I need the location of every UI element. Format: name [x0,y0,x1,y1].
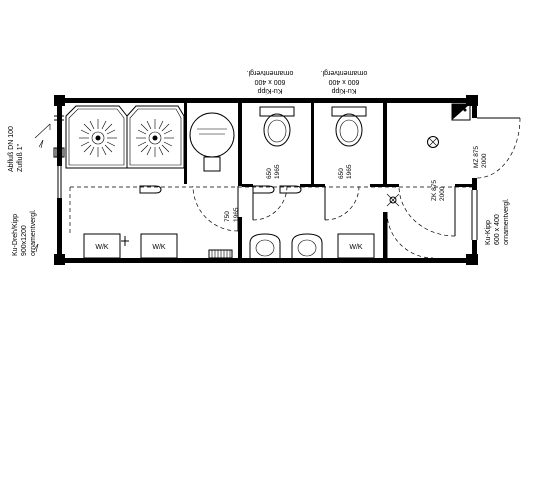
left-window-label-l3: ornamentvergl. [30,209,37,256]
door-b-l2: 1965 [346,164,353,179]
right-window-l1: Ku-Kipp [485,220,492,245]
left-window-label-l1: Ku-Dreh/Kipp [12,214,19,256]
urinal-right [279,185,302,194]
shower-drain-right [136,119,174,157]
door-b-l1: 650 [338,168,345,179]
exhaust-fan-icon [386,193,400,207]
door-swing-wc-right [324,185,360,221]
water-heater [189,112,235,172]
tap-icon-left [121,236,129,246]
washbasin-2: W/K [140,233,178,259]
drain-label-line2: Zufluß 1" [17,143,24,172]
door-c-l2: 1965 [233,207,240,222]
top-window-b-l2: 600 x 400 [329,78,360,85]
radiator [208,249,233,259]
top-window-b-l1: Ku-Kipp [331,87,356,94]
sink-mark-1: W/K [95,244,109,251]
right-window-l3: ornamentvergl. [503,198,510,245]
door-swing-exterior [476,117,521,179]
electric-panel [451,103,471,121]
toilet-right [331,106,367,147]
top-window-a-l1: Ku-Kipp [257,87,282,94]
door-c-l1: 750 [224,211,231,222]
washbasin-3: W/K [337,233,375,259]
toilet-left [259,106,295,147]
left-window-frame [57,166,62,198]
right-window [471,190,478,240]
door-mz-l2: 2000 [481,153,488,168]
top-window-a-l2: 600 x 400 [255,78,286,85]
top-window-a-l3: ornamentvergl. [247,69,294,76]
top-window-b-l3: ornamentvergl. [321,69,368,76]
shower-drain-left [79,119,117,157]
door-swing-wc-left [252,185,288,221]
light-fixture-icon [427,136,439,148]
door-a-l1: 650 [266,168,273,179]
left-window-label-l2: 900x1200 [21,225,28,256]
drain-label-line1: Abfluß DN 100 [8,126,15,172]
sink-mark-3: W/K [349,244,363,251]
right-window-l2: 600 x 400 [494,214,501,245]
door-a-l2: 1965 [274,164,281,179]
interior-walls [184,98,477,259]
door-swing-zk [398,185,456,237]
drain-pipe-marker [34,115,65,158]
door-swing-shower [192,185,239,232]
door-mz-l1: MZ 875 [473,146,480,168]
basin-small-1 [249,233,281,258]
urinal-left [252,185,275,194]
door-zk-l2: 2000 [439,186,446,201]
left-arrows [33,139,44,253]
door-swing-room [386,211,434,259]
door-zk-l1: ZK 875 [431,180,438,201]
urinal-bottom [139,185,162,194]
dashed-bench-line [69,186,472,234]
washbasin-1: W/K [83,233,121,259]
basin-small-2 [291,233,323,258]
sink-mark-2: W/K [152,244,166,251]
shower-tray-right [126,105,185,169]
